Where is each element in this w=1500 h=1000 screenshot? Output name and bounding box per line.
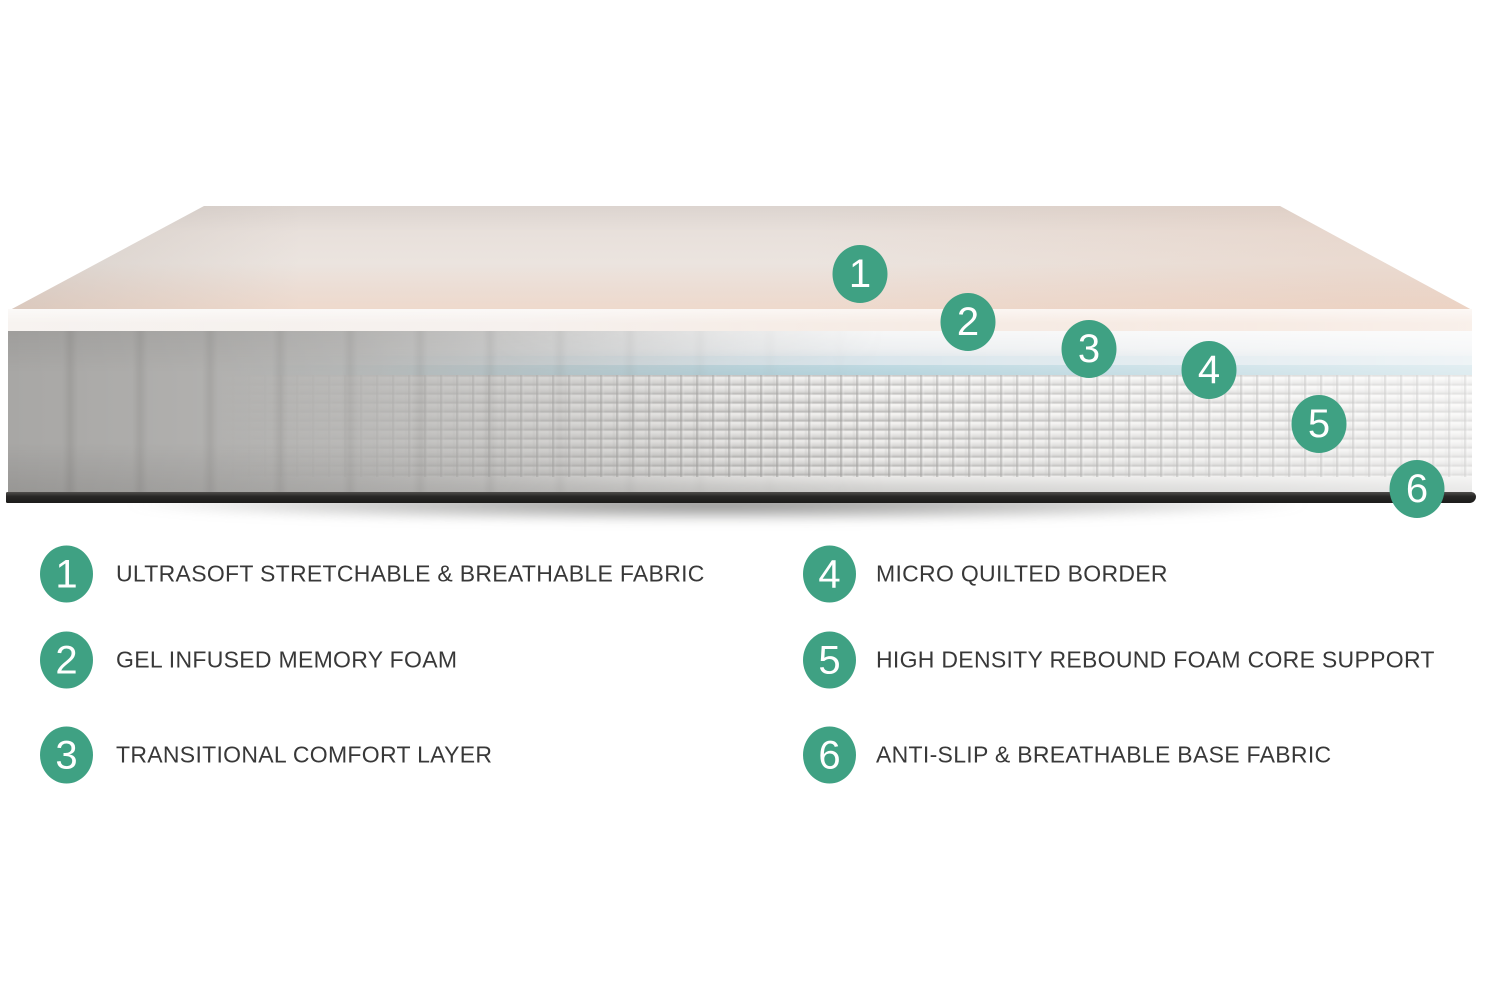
layer-base-fabric-strip [6, 492, 1476, 503]
legend-item-6: 6 ANTI-SLIP & BREATHABLE BASE FABRIC [0, 726, 1332, 784]
legend-number: 5 [818, 638, 841, 682]
legend-label-4: MICRO QUILTED BORDER [876, 560, 1168, 587]
legend-number: 4 [818, 552, 841, 596]
legend-badge-1: 1 [40, 545, 93, 603]
legend-number: 2 [55, 638, 78, 682]
mattress-top-surface [10, 206, 1472, 310]
legend-badge-5: 5 [803, 631, 856, 689]
legend-item-3: 3 TRANSITIONAL COMFORT LAYER [0, 726, 493, 784]
callout-badge-3: 3 [1061, 320, 1117, 378]
legend-badge-3: 3 [40, 726, 93, 784]
legend-label-2: GEL INFUSED MEMORY FOAM [116, 646, 458, 673]
legend-number: 6 [818, 733, 841, 777]
legend-badge-4: 4 [803, 545, 856, 603]
callout-number: 2 [956, 300, 980, 344]
legend-label-1: ULTRASOFT STRETCHABLE & BREATHABLE FABRI… [116, 560, 705, 587]
callout-badge-2: 2 [940, 293, 996, 351]
callout-badge-5: 5 [1291, 395, 1347, 453]
legend-label-6: ANTI-SLIP & BREATHABLE BASE FABRIC [876, 741, 1332, 768]
legend-badge-6: 6 [803, 726, 856, 784]
callout-number: 1 [848, 252, 872, 296]
callout-badge-4: 4 [1181, 341, 1237, 399]
legend-number: 3 [55, 733, 78, 777]
callout-number: 5 [1307, 402, 1331, 446]
legend-label-3: TRANSITIONAL COMFORT LAYER [116, 741, 493, 768]
callout-badge-1: 1 [832, 245, 888, 303]
legend-item-4: 4 MICRO QUILTED BORDER [0, 545, 1168, 603]
callout-number: 6 [1405, 467, 1429, 511]
right-edge-highlight [8, 309, 1472, 492]
callout-number: 3 [1077, 327, 1101, 371]
legend-item-2: 2 GEL INFUSED MEMORY FOAM [0, 631, 458, 689]
legend-item-1: 1 ULTRASOFT STRETCHABLE & BREATHABLE FAB… [0, 545, 705, 603]
callout-badge-6: 6 [1389, 460, 1445, 518]
legend-number: 1 [55, 552, 78, 596]
callout-number: 4 [1197, 348, 1221, 392]
legend-label-5: HIGH DENSITY REBOUND FOAM CORE SUPPORT [876, 646, 1435, 673]
mattress-front-face [6, 309, 1476, 503]
legend-badge-2: 2 [40, 631, 93, 689]
legend-item-5: 5 HIGH DENSITY REBOUND FOAM CORE SUPPORT [0, 631, 1435, 689]
